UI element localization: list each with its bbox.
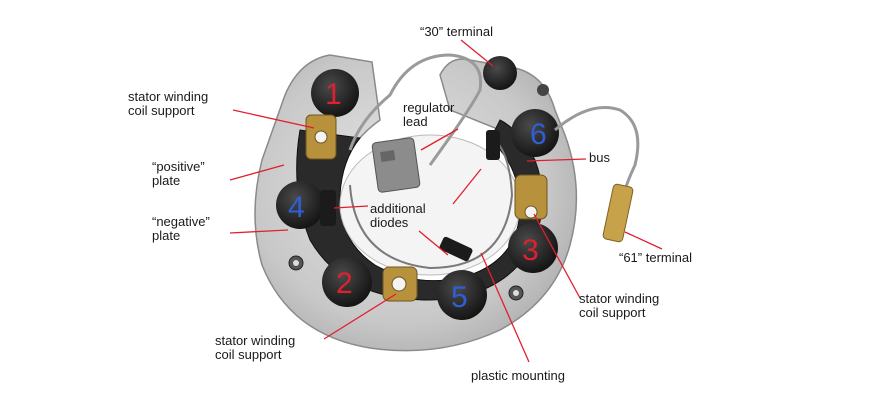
- label-plastic-mounting: plastic mounting: [471, 368, 565, 383]
- leader-bus-2: [452, 168, 482, 205]
- leader-bus: [526, 158, 587, 162]
- diode-6: [511, 109, 559, 157]
- leader-stator-bottom: [323, 293, 397, 340]
- stator-support-top-brass: [305, 114, 337, 160]
- terminal-61-wire: [554, 106, 640, 191]
- leader-terminal-61: [624, 231, 663, 250]
- leader-additional-diodes: [333, 205, 369, 209]
- label-stator-support-bottom: stator winding coil support: [215, 333, 296, 362]
- regulator-connector: [371, 137, 421, 193]
- bus-wire: [349, 139, 514, 270]
- stator-support-right-brass: [514, 174, 548, 220]
- stator-support-bottom-brass: [382, 266, 418, 302]
- regulator-lead-wire: [348, 53, 483, 166]
- label-negative-plate: “negative” plate: [152, 214, 210, 243]
- diode-number-2: 2: [336, 267, 353, 300]
- diode-number-4: 4: [288, 191, 305, 224]
- label-terminal-30: “30” terminal: [420, 24, 493, 39]
- label-stator-support-top: stator winding coil support: [128, 89, 209, 118]
- leader-regulator-lead: [420, 128, 459, 151]
- leader-stator-right: [533, 213, 581, 299]
- leader-plastic-mounting: [480, 252, 530, 363]
- diode-number-6: 6: [530, 118, 547, 151]
- leader-stator-top: [232, 109, 315, 129]
- label-positive-plate: “positive” plate: [152, 159, 205, 188]
- diode-5: [437, 270, 487, 320]
- leader-lines: [229, 39, 663, 363]
- leader-negative-plate: [229, 229, 289, 234]
- leader-positive-plate: [229, 164, 285, 181]
- diode-number-1: 1: [325, 78, 342, 111]
- label-additional-diodes: additional diodes: [370, 201, 426, 230]
- label-terminal-61: “61” terminal: [619, 250, 692, 265]
- label-stator-support-right: stator winding coil support: [579, 291, 660, 320]
- label-regulator-lead: regulator lead: [403, 100, 455, 129]
- diode-2: [322, 257, 372, 307]
- terminal-30-post: [483, 56, 517, 90]
- diode-number-3: 3: [522, 234, 539, 267]
- leader-additional-diodes-2: [418, 230, 449, 256]
- diode-4: [276, 181, 324, 229]
- terminal-61-connector: [602, 183, 634, 243]
- diode-number-5: 5: [451, 281, 468, 314]
- label-bus: bus: [589, 150, 610, 165]
- leader-terminal-30: [460, 39, 494, 67]
- diode-1: [311, 69, 359, 117]
